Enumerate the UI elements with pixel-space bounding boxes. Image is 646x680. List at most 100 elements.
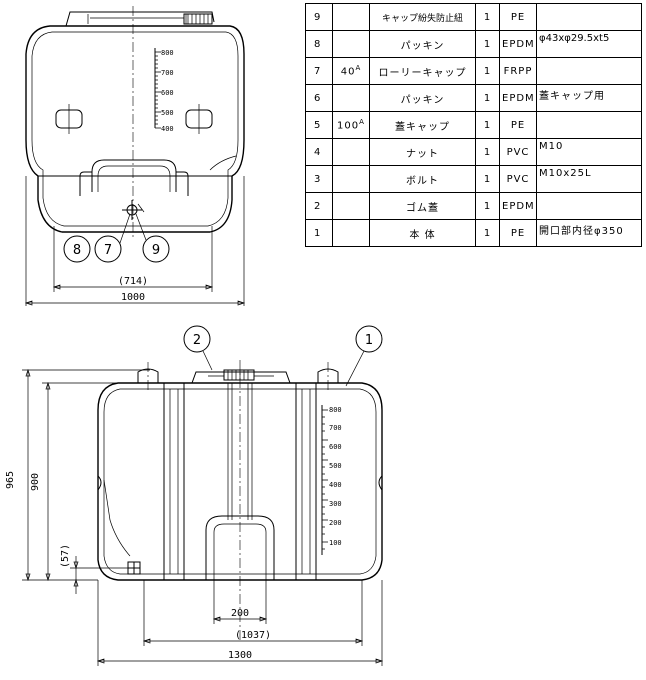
part-ref [332,192,370,220]
part-ref-value: 100 [337,120,360,132]
side-dim-714: (714) [118,276,148,287]
part-ref-sup: A [355,64,362,73]
front-view: 800 700 600 500 400 300 200 100 2 1 965 … [5,325,384,666]
balloon-2-label: 2 [193,333,201,348]
part-name: ゴム蓋 [369,192,476,220]
table-row: 7 40A ローリーキャップ 1 FRPP [305,57,642,85]
part-material: PE [499,3,537,31]
part-name: ボルト [369,165,476,193]
side-dim-1000: 1000 [121,292,145,303]
front-scale-label: 600 [329,443,342,451]
front-dim-200: 200 [231,608,249,619]
part-no: 1 [305,219,333,247]
front-scale-label: 800 [329,406,342,414]
part-no: 7 [305,57,333,85]
part-name: パッキン [369,30,476,58]
part-material: PE [499,219,537,247]
part-qty: 1 [475,30,500,58]
front-scale-label: 100 [329,539,342,547]
part-ref [332,3,370,31]
table-row: 6 パッキン 1 EPDM 蓋キャップ用 [305,84,642,112]
front-dim-57: (57) [60,544,71,568]
balloon-1 [355,325,383,353]
part-note: 蓋キャップ用 [536,84,642,112]
balloon-9-label: 9 [152,243,160,258]
part-qty: 1 [475,192,500,220]
front-scale-label: 300 [329,500,342,508]
part-no: 6 [305,84,333,112]
part-no: 2 [305,192,333,220]
part-name: ナット [369,138,476,166]
part-name: パッキン [369,84,476,112]
part-no: 9 [305,3,333,31]
front-dim-900: 900 [30,473,41,491]
part-qty: 1 [475,84,500,112]
part-ref [332,219,370,247]
part-material: PVC [499,165,537,193]
part-ref-sup: A [359,118,365,127]
front-dim-1300: 1300 [228,650,252,661]
front-scale-label: 400 [329,481,342,489]
part-material: EPDM [499,30,537,58]
part-name: 蓋キャップ [369,111,476,139]
side-scale-label: 600 [161,89,174,97]
part-qty: 1 [475,165,500,193]
part-name: キャップ紛失防止紐 [369,3,476,31]
front-scale-label: 500 [329,462,342,470]
part-note [536,192,642,220]
balloon-7 [94,235,122,263]
part-qty: 1 [475,3,500,31]
part-qty: 1 [475,138,500,166]
part-name: ローリーキャップ [369,57,476,85]
table-row: 3 ボルト 1 PVC M10x25L [305,165,642,193]
front-scale-label: 700 [329,424,342,432]
table-row: 4 ナット 1 PVC M10 [305,138,642,166]
side-scale-label: 700 [161,69,174,77]
balloon-7-label: 7 [104,243,112,258]
side-scale-label: 400 [161,125,174,133]
part-note [536,57,642,85]
front-scale-label: 200 [329,519,342,527]
part-ref [332,138,370,166]
part-no: 4 [305,138,333,166]
part-no: 5 [305,111,333,139]
balloon-2 [183,325,211,353]
part-material: EPDM [499,84,537,112]
table-row: 5 100A 蓋キャップ 1 PE [305,111,642,139]
part-material: EPDM [499,192,537,220]
part-qty: 1 [475,57,500,85]
part-material: FRPP [499,57,537,85]
part-note: M10x25L [536,165,642,193]
balloon-8-label: 8 [73,243,81,258]
part-note: M10 [536,138,642,166]
part-material: PE [499,111,537,139]
part-note: φ43xφ29.5xt5 [536,30,642,58]
part-ref: 40A [332,57,370,85]
part-ref-value: 40 [340,66,356,78]
front-dim-1037: (1037) [235,630,271,641]
part-name: 本 体 [369,219,476,247]
part-ref [332,165,370,193]
part-qty: 1 [475,111,500,139]
part-no: 3 [305,165,333,193]
part-note: 開口部内径φ350 [536,219,642,247]
part-note [536,111,642,139]
table-row: 8 パッキン 1 EPDM φ43xφ29.5xt5 [305,30,642,58]
balloon-8 [63,235,91,263]
table-row: 1 本 体 1 PE 開口部内径φ350 [305,219,642,247]
balloon-1-label: 1 [365,333,373,348]
part-qty: 1 [475,219,500,247]
part-note [536,3,642,31]
balloon-9 [142,235,170,263]
part-no: 8 [305,30,333,58]
parts-table: 9 キャップ紛失防止紐 1 PE 8 パッキン 1 EPDM φ43xφ29.5… [305,3,642,247]
part-ref: 100A [332,111,370,139]
table-row: 9 キャップ紛失防止紐 1 PE [305,3,642,31]
part-ref [332,30,370,58]
part-ref [332,84,370,112]
side-scale-label: 500 [161,109,174,117]
side-scale-label: 800 [161,49,174,57]
front-dim-965: 965 [5,471,16,489]
table-row: 2 ゴム蓋 1 EPDM [305,192,642,220]
